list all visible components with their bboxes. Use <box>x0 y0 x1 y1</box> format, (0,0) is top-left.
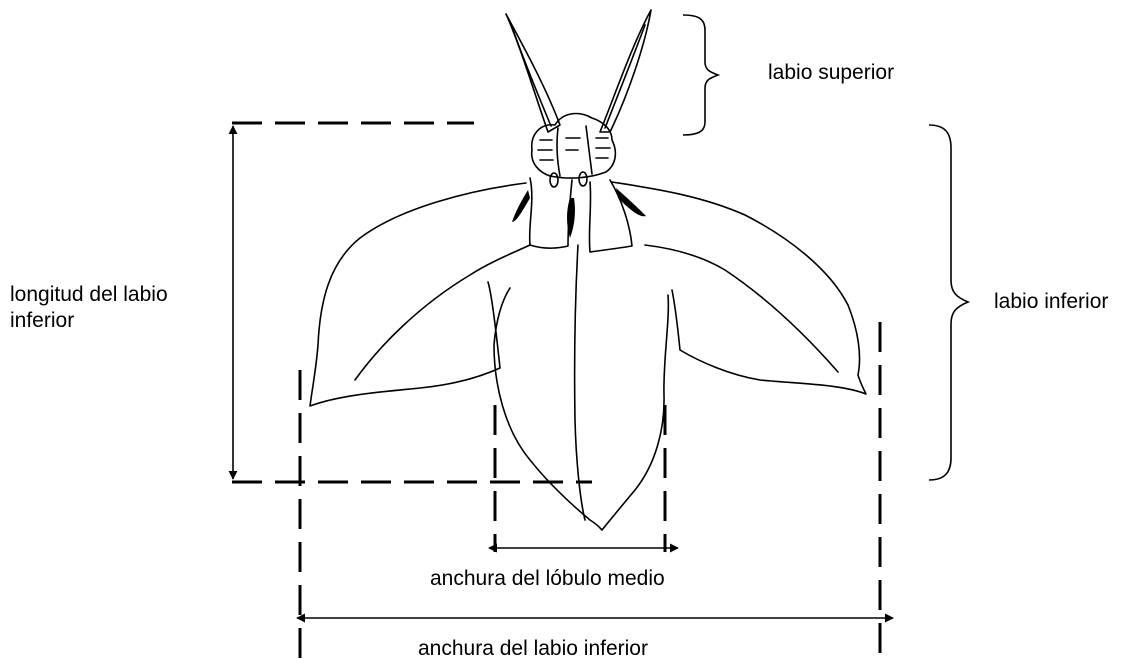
lower-lip-label: labio inferior <box>994 289 1108 315</box>
lower-lip-length-label: longitud del labio inferior <box>10 282 168 335</box>
lower-lip-middle-lobe <box>494 288 668 530</box>
upper-lip-label: labio superior <box>768 60 894 86</box>
middle-lobe-vein <box>575 245 585 520</box>
lower-lip-right-lobe <box>612 182 866 394</box>
flower-drawing <box>310 10 866 530</box>
lower-lip-left-lobe <box>310 183 526 406</box>
left-lobe-vein <box>355 245 530 380</box>
right-lobe-vein <box>645 245 838 372</box>
lower-lip-width-label: anchura del labio inferior <box>418 636 648 662</box>
lower-lip-length-label-line1: longitud del labio <box>10 282 168 308</box>
upper-lip-brace <box>683 15 718 135</box>
lower-lip-length-label-line2: inferior <box>10 308 168 334</box>
middle-lobe-width-label: anchura del lóbulo medio <box>430 566 665 592</box>
lower-lip-brace <box>929 125 968 480</box>
